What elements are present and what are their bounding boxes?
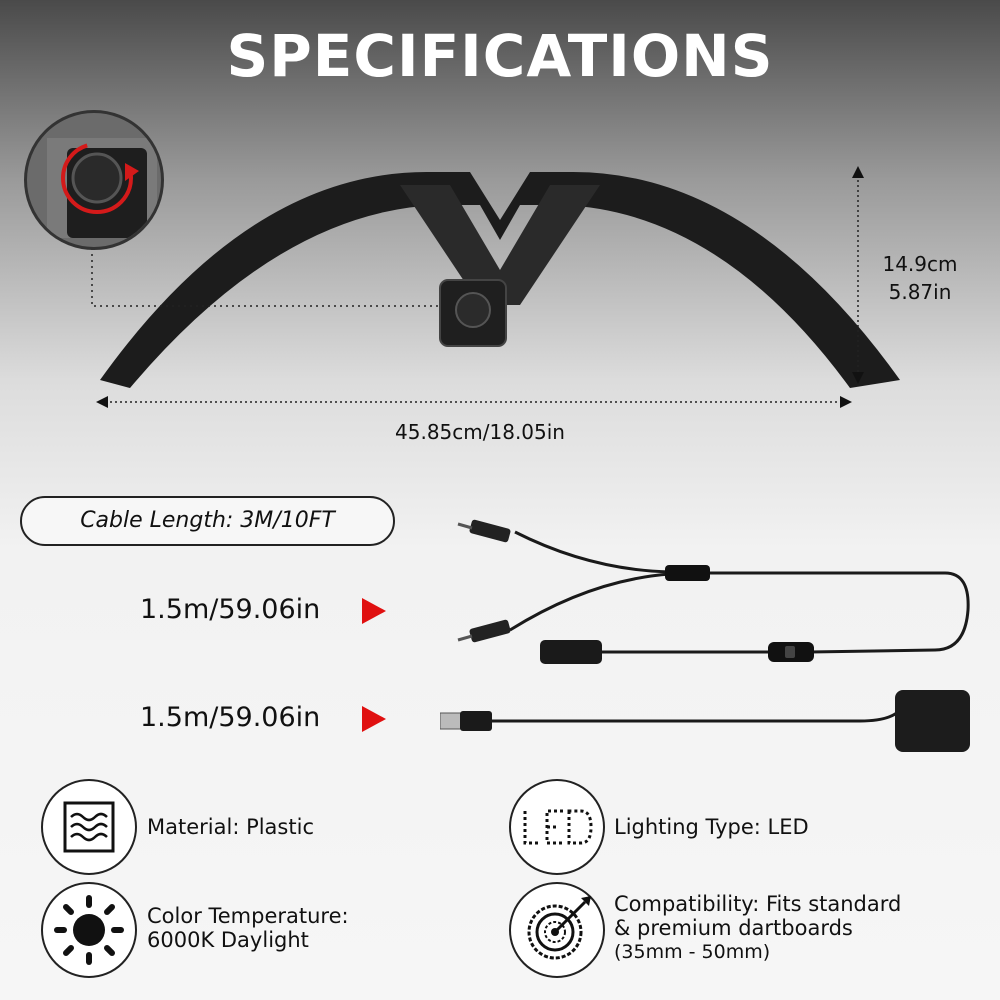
cable-image [440, 519, 970, 752]
lighting-type-label: Lighting Type: LED [614, 815, 809, 839]
compatibility-range: (35mm - 50mm) [614, 941, 771, 963]
wave-texture-icon [41, 779, 137, 875]
color-temperature-label: Color Temperature: [147, 904, 349, 928]
height-cm-label: 14.9cm [882, 252, 958, 276]
compatibility-detail: & premium dartboards [614, 916, 853, 940]
color-temperature-value: 6000K Daylight [147, 928, 309, 952]
led-icon [509, 779, 605, 875]
height-dimension: 14.9cm 5.87in [870, 250, 970, 306]
cable-segment-1-label: 1.5m/59.06in [140, 594, 321, 625]
compatibility-text: Compatibility: Fits standard & premium d… [614, 892, 901, 964]
color-temperature-text: Color Temperature: 6000K Daylight [147, 904, 349, 952]
red-arrow-icon [362, 706, 386, 732]
arc-light-image [91, 166, 900, 408]
cable-length-badge: Cable Length: 3M/10FT [20, 496, 395, 546]
width-dimension-label: 45.85cm/18.05in [395, 420, 565, 444]
page-title: SPECIFICATIONS [226, 22, 774, 90]
height-in-label: 5.87in [888, 280, 952, 304]
material-label: Material: Plastic [147, 815, 314, 839]
compatibility-label: Compatibility: Fits standard [614, 892, 902, 916]
cable-segment-2-label: 1.5m/59.06in [140, 702, 321, 733]
knob-zoom-image [24, 110, 164, 250]
sun-icon [41, 882, 137, 978]
dartboard-icon [509, 882, 605, 978]
red-arrow-icon [362, 598, 386, 624]
